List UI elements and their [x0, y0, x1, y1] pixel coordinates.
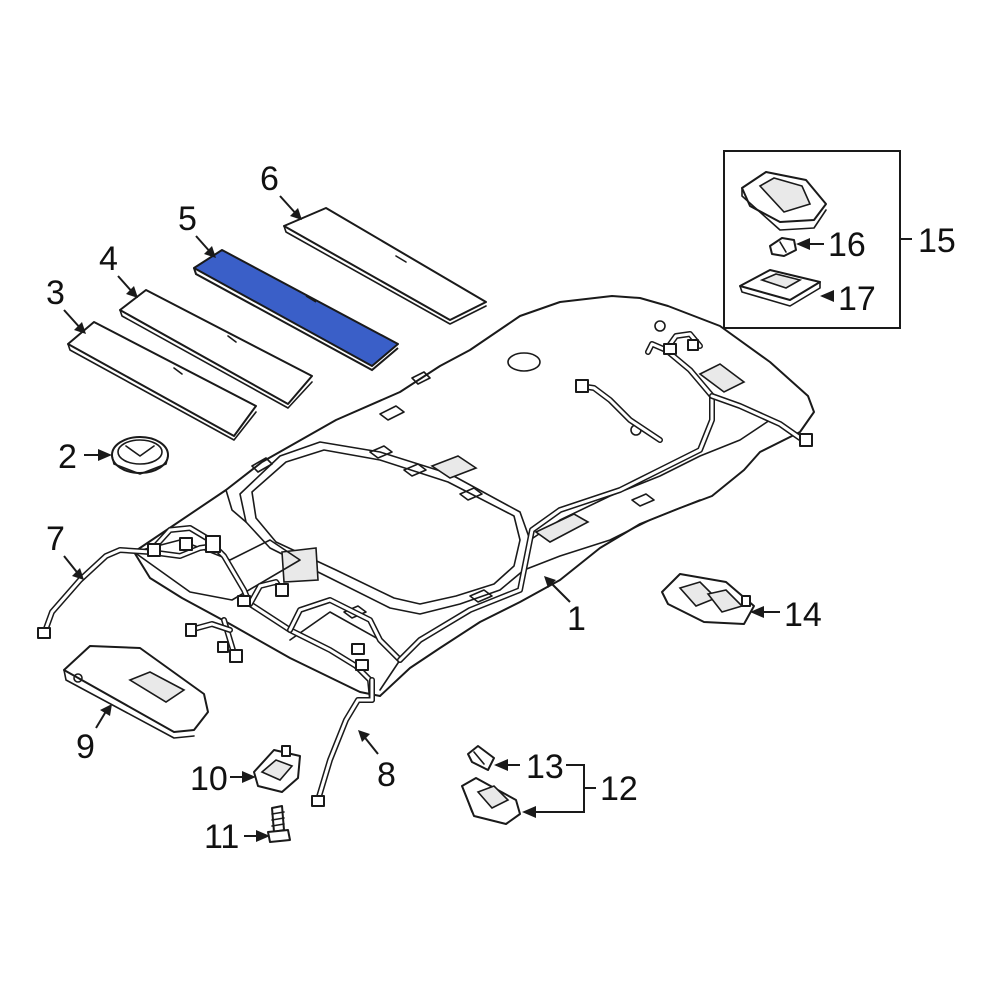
callout-9: 9: [76, 728, 95, 766]
bulb-16[interactable]: [769, 237, 797, 257]
callout-labels: 1 2 3 4 5 6 7 8 9 10 11 12 13 14 15 16 1…: [46, 160, 956, 856]
callout-6: 6: [260, 160, 279, 198]
grille-2[interactable]: [111, 436, 169, 475]
callout-17: 17: [838, 280, 876, 318]
map-lamp-12[interactable]: [461, 777, 521, 825]
inset-box-15: [723, 150, 912, 329]
pad-6[interactable]: [283, 207, 487, 325]
harness-7[interactable]: [37, 525, 375, 703]
callout-1: 1: [567, 600, 586, 638]
callout-8: 8: [377, 756, 396, 794]
screw-11[interactable]: [267, 805, 291, 843]
lens-17[interactable]: [739, 269, 821, 307]
callout-16: 16: [828, 226, 866, 264]
callout-4: 4: [99, 240, 118, 278]
callout-3: 3: [46, 274, 65, 312]
dome-lamp-housing[interactable]: [741, 171, 827, 231]
sun-visor-9[interactable]: [63, 645, 209, 739]
callout-11: 11: [204, 818, 239, 856]
callout-7: 7: [46, 520, 65, 558]
callout-13: 13: [526, 748, 564, 786]
callout-14: 14: [784, 596, 822, 634]
callout-15: 15: [918, 222, 956, 260]
pad-3[interactable]: [67, 321, 257, 441]
callout-5: 5: [178, 200, 197, 238]
leader-lines: [63, 195, 780, 842]
callout-12: 12: [600, 770, 638, 808]
callout-2: 2: [58, 438, 77, 476]
bulb-13[interactable]: [467, 745, 495, 771]
bracket-10[interactable]: [253, 745, 301, 793]
harness-8[interactable]: [287, 331, 813, 807]
callout-10: 10: [190, 760, 228, 798]
rear-lamp-14[interactable]: [661, 573, 755, 625]
headliner[interactable]: [133, 295, 815, 697]
